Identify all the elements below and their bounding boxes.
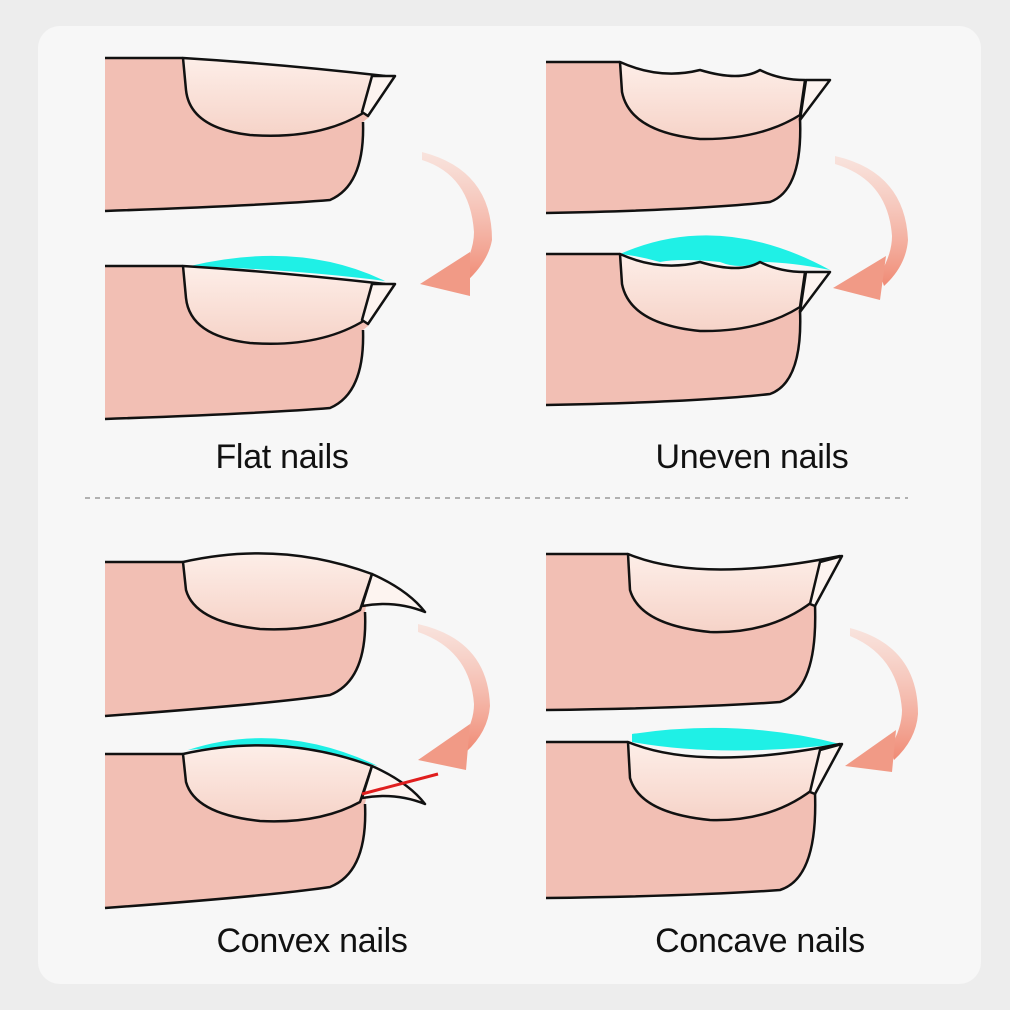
uneven-finger-after bbox=[545, 235, 832, 407]
uneven-gel-layer bbox=[620, 235, 830, 270]
arrow-flat bbox=[420, 152, 492, 296]
uneven-nails-label: Uneven nails bbox=[655, 438, 849, 476]
arrow-uneven bbox=[833, 156, 908, 300]
arrow-convex bbox=[418, 624, 490, 770]
convex-nails-label: Convex nails bbox=[216, 922, 408, 960]
flat-finger-before bbox=[104, 56, 397, 213]
convex-finger-before bbox=[104, 552, 427, 718]
flat-finger-after bbox=[104, 255, 397, 421]
concave-finger-after bbox=[545, 727, 844, 900]
arrow-concave bbox=[845, 628, 918, 772]
cut-line bbox=[361, 772, 439, 796]
flat-nails-label: Flat nails bbox=[215, 438, 349, 476]
uneven-finger-before bbox=[545, 60, 832, 215]
concave-nails-label: Concave nails bbox=[655, 922, 865, 960]
flat-gel-layer bbox=[190, 255, 385, 281]
convex-finger-after bbox=[104, 738, 439, 910]
concave-gel-layer bbox=[632, 727, 840, 751]
concave-finger-before bbox=[545, 552, 844, 712]
